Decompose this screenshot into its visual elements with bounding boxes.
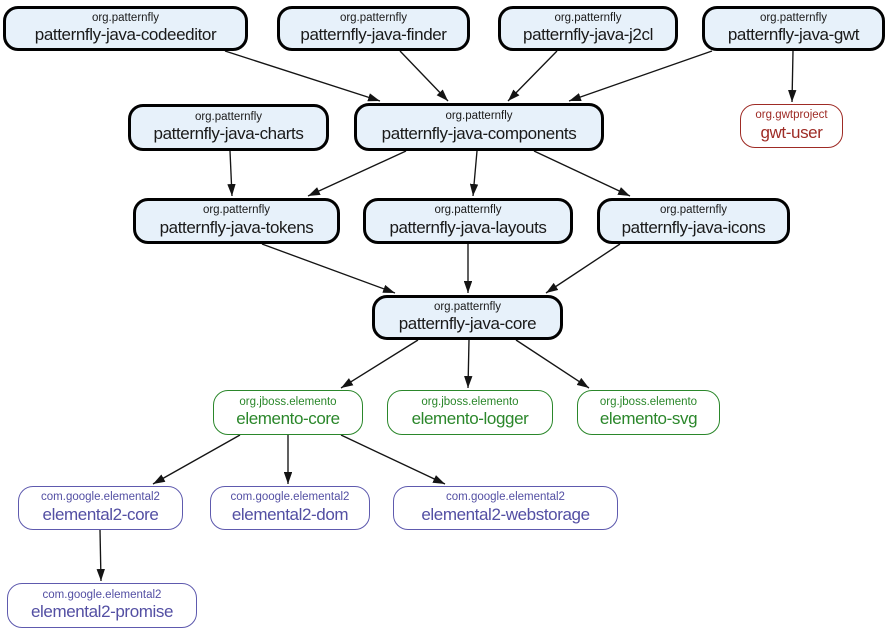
edge-patternfly-java-core--to--elemento-svg [515, 339, 590, 389]
node-package-label: com.google.elemental2 [230, 491, 350, 504]
node-artifact-label: patternfly-java-codeeditor [34, 25, 217, 45]
edge-patternfly-java-icons--to--patternfly-java-core [545, 243, 621, 294]
edge-patternfly-java-finder--to--patternfly-java-components [399, 50, 449, 102]
node-package-label: org.patternfly [339, 11, 408, 24]
node-artifact-label: patternfly-java-core [398, 314, 537, 334]
node-artifact-label: elemental2-promise [30, 602, 174, 622]
node-artifact-label: patternfly-java-components [381, 123, 577, 143]
node-artifact-label: elemental2-webstorage [421, 504, 590, 524]
node-package-label: com.google.elemental2 [42, 588, 162, 601]
edge-elemento-core--to--elemental2-webstorage [340, 434, 446, 485]
node-package-label: org.jboss.elemento [239, 395, 337, 408]
node-package-label: com.google.elemental2 [41, 491, 160, 504]
edge-patternfly-java-j2cl--to--patternfly-java-components [507, 50, 558, 102]
node-artifact-label: elemental2-dom [231, 504, 349, 524]
node-package-label: com.google.elemental2 [446, 491, 565, 504]
node-package-label: org.patternfly [194, 110, 263, 123]
node-package-label: org.patternfly [445, 110, 513, 123]
node-artifact-label: gwt-user [760, 122, 823, 142]
node-artifact-label: patternfly-java-icons [621, 217, 766, 237]
edge-patternfly-java-core--to--elemento-core [340, 339, 419, 389]
node-package-label: org.jboss.elemento [421, 395, 519, 408]
node-artifact-label: elemento-core [236, 409, 340, 429]
edge-elemental2-core--to--elemental2-promise [96, 529, 105, 582]
node-package-label: org.jboss.elemento [599, 395, 698, 408]
node-package-label: org.patternfly [759, 11, 828, 24]
node-artifact-label: patternfly-java-layouts [389, 217, 547, 237]
edge-patternfly-java-components--to--patternfly-java-layouts [469, 150, 479, 197]
node-package-label: org.patternfly [659, 204, 728, 217]
edge-elemento-core--to--elemental2-core [152, 434, 241, 485]
node-package-label: org.gwtproject [755, 109, 828, 122]
node-artifact-label: elemento-svg [599, 409, 698, 429]
edge-patternfly-java-codeeditor--to--patternfly-java-components [224, 50, 381, 102]
node-artifact-label: patternfly-java-charts [153, 124, 304, 144]
node-artifact-label: elemento-logger [411, 409, 529, 429]
node-package-label: org.patternfly [202, 204, 271, 217]
node-artifact-label: patternfly-java-j2cl [523, 25, 653, 45]
node-artifact-label: patternfly-java-finder [300, 25, 447, 45]
edge-patternfly-java-components--to--patternfly-java-tokens [307, 150, 407, 197]
edge-patternfly-java-charts--to--patternfly-java-tokens [227, 150, 236, 197]
node-package-label: org.patternfly [434, 204, 502, 217]
node-package-label: org.patternfly [433, 300, 502, 313]
node-package-label: org.patternfly [554, 11, 622, 24]
edge-patternfly-java-gwt--to--gwt-user [788, 50, 797, 103]
edge-patternfly-java-components--to--patternfly-java-icons [533, 150, 631, 197]
node-artifact-label: elemental2-core [42, 504, 159, 524]
edge-patternfly-java-gwt--to--patternfly-java-components [568, 50, 713, 102]
edge-patternfly-java-tokens--to--patternfly-java-core [261, 243, 396, 294]
node-package-label: org.patternfly [91, 11, 160, 24]
edge-patternfly-java-core--to--elemento-logger [464, 339, 473, 389]
node-artifact-label: patternfly-java-tokens [159, 217, 314, 237]
node-artifact-label: patternfly-java-gwt [727, 25, 860, 45]
